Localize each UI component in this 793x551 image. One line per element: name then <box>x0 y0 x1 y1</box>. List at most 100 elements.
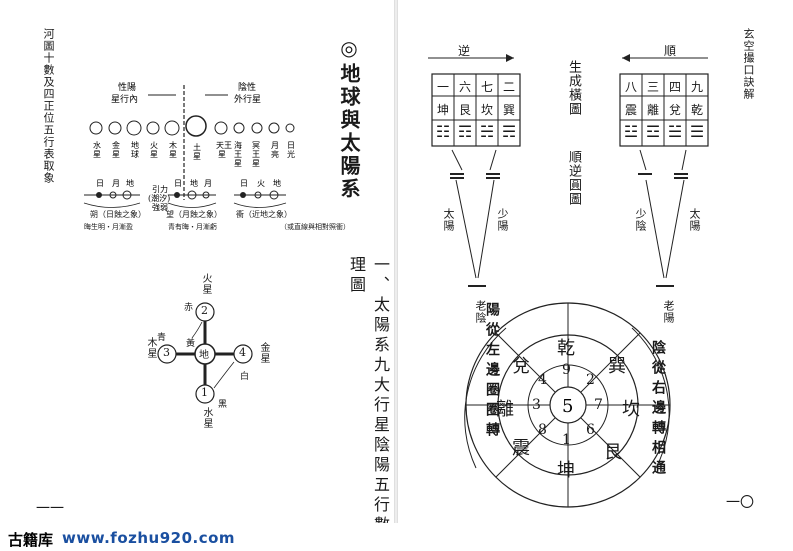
svg-text:星: 星 <box>234 159 242 168</box>
svg-text:月: 月 <box>112 179 120 188</box>
svg-text:冥: 冥 <box>252 141 260 150</box>
left-convergence-lines <box>450 149 500 287</box>
arc-left-text: 陽從左邊圈圈轉 <box>484 302 500 442</box>
circle-num-br: 6 <box>586 422 595 438</box>
book-gutter <box>394 0 398 551</box>
circle-center-number: 5 <box>562 396 573 417</box>
outer-planets-label: 陰性 <box>238 81 256 93</box>
circle-num-top: 9 <box>562 362 571 378</box>
svg-text:海: 海 <box>234 140 242 150</box>
left-shaoyang: 少陽 <box>496 208 509 232</box>
svg-text:星行內: 星行內 <box>111 93 138 105</box>
heading-shun: 順 <box>664 44 677 58</box>
right-page-number: 一〇 <box>726 495 754 511</box>
svg-text:日: 日 <box>96 179 104 188</box>
trigram-kun: 坤 <box>557 460 575 481</box>
svg-text:日: 日 <box>287 141 295 150</box>
cross-center: 地 <box>199 350 209 361</box>
svg-text:水: 水 <box>93 140 101 150</box>
arc-right-text: 陰從右邊轉相通 <box>650 340 666 480</box>
trigram-xun: 巽 <box>608 356 626 377</box>
cross-top-name: 火星 <box>200 273 211 295</box>
right-table-numbers: 八 三 四 九 <box>624 80 703 94</box>
cross-diagram <box>157 302 253 404</box>
circle-num-bottom: 1 <box>562 432 571 448</box>
svg-text:星: 星 <box>150 150 158 159</box>
alignment-groups: 日月地 引力(潮汐)強弱 日地月 日火地 <box>83 178 287 212</box>
svg-text:星: 星 <box>218 150 226 159</box>
right-diagrams: 5 <box>428 54 709 508</box>
left-table-trigrams: 坤 艮 坎 巽 <box>436 103 515 117</box>
trigram-dui: 兌 <box>512 356 530 377</box>
watermark-cn: 古籍库 <box>8 531 54 549</box>
right-taiyang: 太陽 <box>688 208 701 232</box>
cross-left-color: 青 <box>157 333 167 343</box>
cross-top-color: 赤 <box>184 303 194 313</box>
svg-text:火: 火 <box>257 179 265 188</box>
left-laoyin: 老陰 <box>474 300 487 324</box>
trigram-zhen: 震 <box>512 438 530 459</box>
planet-labels: 水星 金星 地球 火星 木星 土星 天王星 海王星 冥王星 月亮 日光 <box>93 140 295 168</box>
trigram-kan: 坎 <box>622 399 640 420</box>
right-table-trigrams: 震 離 兌 乾 <box>624 103 703 117</box>
main-title: ◎地球與太陽系 <box>337 36 361 201</box>
svg-text:木: 木 <box>169 140 177 150</box>
svg-text:王: 王 <box>252 150 260 159</box>
sub-caption-shuo: 晦生明・月漸盈 <box>84 223 133 231</box>
sub-caption-wang: 青有晦・月漸虧 <box>168 223 217 231</box>
cross-bottom-num: 1 <box>201 386 208 399</box>
right-trigram-table <box>619 73 709 147</box>
trigram-li: 離 <box>496 399 514 420</box>
svg-text:亮: 亮 <box>271 149 279 159</box>
svg-text:地: 地 <box>131 140 139 150</box>
trigram-qian: 乾 <box>557 338 575 359</box>
svg-text:(潮汐): (潮汐) <box>148 193 170 203</box>
cross-left-num: 3 <box>163 346 170 359</box>
cross-center-tag: 黃 <box>186 339 196 349</box>
svg-text:地: 地 <box>273 178 281 188</box>
left-page: 河圖十數及四正位五行表取象 性陽 星行內 陰性 外行星 水星 金星 地球 火 <box>0 0 396 551</box>
bagua-circle <box>464 302 671 508</box>
svg-text:強弱: 強弱 <box>152 202 168 212</box>
svg-text:光: 光 <box>287 149 295 159</box>
right-laoyang: 老陽 <box>662 300 675 324</box>
caption-chong: 衝（近地之象） <box>236 210 292 219</box>
cross-right-color: 白 <box>240 372 250 382</box>
note-chong: （或直線與相對照衝） <box>280 223 350 231</box>
cross-bottom-color: 黑 <box>218 400 228 410</box>
svg-text:外行星: 外行星 <box>234 93 261 105</box>
cross-bottom-name: 水星 <box>201 407 212 429</box>
right-convergence-lines <box>638 149 688 287</box>
right-shaoyin: 少陰 <box>634 208 647 232</box>
svg-text:天王: 天王 <box>216 141 232 150</box>
watermark-bar: 古籍库 www.fozhu920.com <box>0 523 793 551</box>
left-table-numbers: 一 六 七 二 <box>436 80 515 94</box>
svg-text:星: 星 <box>112 150 120 159</box>
svg-text:日: 日 <box>240 179 248 188</box>
svg-text:月: 月 <box>204 179 212 188</box>
label-sheng-cheng: 生成橫圖 <box>566 60 581 116</box>
right-page: 玄空撮口訣解 逆 順 <box>396 0 793 551</box>
cross-right-num: 4 <box>239 346 246 359</box>
svg-text:引力: 引力 <box>152 184 168 194</box>
circle-num-right: 7 <box>594 397 603 413</box>
left-trigram-table <box>431 73 521 147</box>
left-page-number: 一一 <box>36 501 64 517</box>
svg-text:王: 王 <box>234 150 242 159</box>
heading-ni: 逆 <box>458 44 471 58</box>
left-table-symbols: ☷ ☶ ☵ ☴ <box>435 122 517 141</box>
watermark-url[interactable]: www.fozhu920.com <box>62 529 236 547</box>
right-table-symbols: ☳ ☲ ☱ ☰ <box>623 122 705 141</box>
label-shun-ni: 順逆圓圖 <box>566 150 581 206</box>
caption-wang: 望（月蝕之象） <box>166 210 222 219</box>
left-side-title: 河圖十數及四正位五行表取象 <box>42 28 55 184</box>
left-diagrams: 性陽 星行內 陰性 外行星 水星 金星 地球 火星 木星 土星 天 <box>83 81 295 404</box>
svg-text:土: 土 <box>193 142 201 152</box>
caption-shuo: 朔（日蝕之象） <box>90 210 146 219</box>
planet-row <box>89 115 295 137</box>
cross-right-name: 金星 <box>258 342 269 364</box>
circle-num-tr: 2 <box>586 372 595 388</box>
svg-text:星: 星 <box>252 159 260 168</box>
circle-num-left: 3 <box>532 397 541 413</box>
svg-text:地: 地 <box>126 178 134 188</box>
